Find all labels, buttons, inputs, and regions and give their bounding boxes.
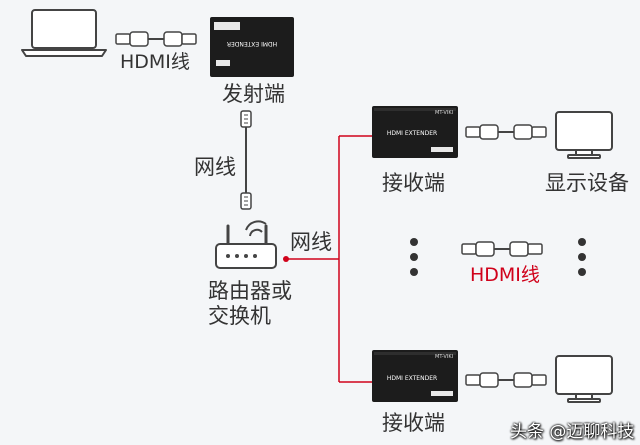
hdmi-cable-top-icon <box>115 31 197 47</box>
receiver-2-brand-text: HDMI EXTENDER <box>387 375 437 382</box>
monitor-icon-1 <box>555 111 613 159</box>
network-cable-vertical-icon <box>240 110 252 210</box>
ellipsis-dots-left <box>410 238 418 276</box>
receiver-1-brand-text: HDMI EXTENDER <box>387 130 437 137</box>
hdmi-cable-receiver-2-icon <box>465 372 547 388</box>
laptop-icon <box>21 9 107 57</box>
watermark: 头条 @迈聊科技 <box>510 422 635 442</box>
monitor-icon-2 <box>555 355 613 403</box>
hdmi-cable-receiver-1-icon <box>465 124 547 140</box>
ellipsis-dots-right <box>578 238 586 276</box>
transmitter-brand-text: HDMI EXTENDER <box>227 40 277 47</box>
receiver-2-label: 接收端 <box>382 411 445 435</box>
network-line-red <box>283 135 372 383</box>
hdmi-top-label: HDMI线 <box>120 51 190 73</box>
display-1-label: 显示设备 <box>545 171 629 195</box>
transmitter-device: HDMI EXTENDER <box>210 17 294 77</box>
receiver-device-2: MT-VIKI HDMI EXTENDER <box>372 350 458 402</box>
router-label-line1: 路由器或 <box>208 279 292 303</box>
receiver-device-1: MT-VIKI HDMI EXTENDER <box>372 106 458 158</box>
receiver-1-model-text: MT-VIKI <box>435 110 453 116</box>
cable-vertical-label: 网线 <box>194 155 236 179</box>
receiver-2-model-text: MT-VIKI <box>435 354 453 360</box>
transmitter-label: 发射端 <box>222 82 285 106</box>
hdmi-cable-middle-icon <box>461 241 543 257</box>
receiver-1-label: 接收端 <box>382 171 445 195</box>
hdmi-middle-label: HDMI线 <box>470 264 540 286</box>
cable-horizontal-label: 网线 <box>290 230 332 254</box>
router-label-line2: 交换机 <box>208 304 271 328</box>
router-icon <box>215 220 277 269</box>
